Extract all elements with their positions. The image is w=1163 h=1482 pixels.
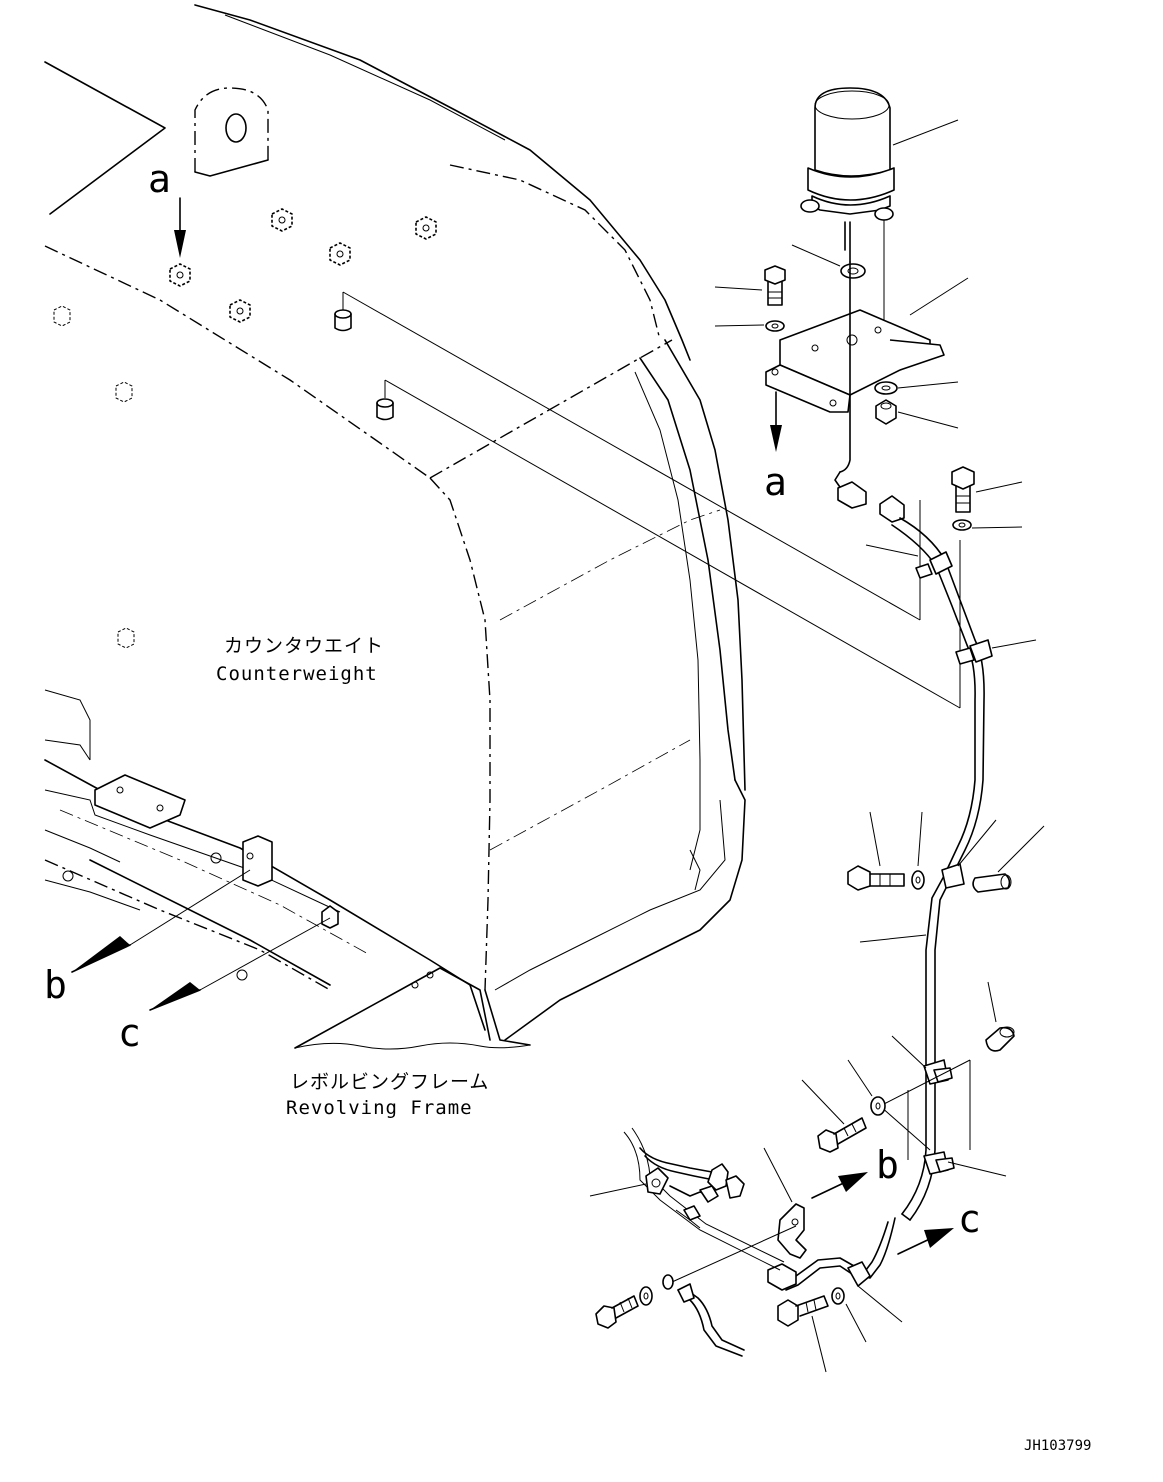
leader-spacer-2 <box>987 981 997 1023</box>
revolving-frame-label-en: Revolving Frame <box>286 1097 473 1119</box>
spacer-icon <box>985 1026 1015 1052</box>
view-c-label-right: c <box>958 1197 981 1241</box>
washer-icon <box>639 1286 653 1306</box>
harness-detail <box>623 1127 785 1271</box>
leader-bolt-3 <box>869 811 881 867</box>
washer-icon <box>840 263 866 279</box>
leader-clamp-6 <box>857 1285 903 1323</box>
leader-beacon <box>892 119 959 146</box>
washer-icon <box>662 1274 674 1290</box>
leader-grommet <box>791 244 841 267</box>
reference-leader-lines <box>342 291 961 709</box>
view-c-pointer-right <box>897 1228 954 1255</box>
counterweight-label-jp: カウンタウエイト <box>224 635 384 657</box>
leader-clamp-5 <box>947 1161 1007 1177</box>
washer-icon <box>765 320 785 332</box>
counterweight-label-en: Counterweight <box>216 663 378 685</box>
view-b-pointer <box>71 869 251 973</box>
clamp-icon <box>923 1059 953 1085</box>
rotating-beacon-icon <box>800 87 895 355</box>
view-b-label-right: b <box>876 1143 899 1187</box>
leader-bracket-2 <box>763 1147 793 1203</box>
washer-icon <box>831 1287 845 1305</box>
bracket-icon <box>777 1203 807 1259</box>
wire-harness-icon <box>677 1283 745 1357</box>
leader-detail-clamp <box>589 1183 647 1197</box>
spacer-icon <box>972 873 1012 893</box>
leader-washer-3 <box>971 526 1023 529</box>
reference-line-bracket <box>671 1225 797 1283</box>
bolt-icon <box>847 865 905 891</box>
leader-washer-2 <box>897 381 959 389</box>
leader-bolt-1 <box>714 286 763 291</box>
view-a-label-upper: a <box>148 157 171 201</box>
leader-clamp-4 <box>891 1035 927 1069</box>
nut-icon <box>875 399 897 425</box>
arrow-down-icon <box>174 197 186 258</box>
revolving-frame-label-jp: レボルビングフレーム <box>290 1071 489 1093</box>
leader-washer-5 <box>847 1059 873 1097</box>
view-b-label-left: b <box>44 963 67 1007</box>
leader-clamp-3 <box>957 819 997 867</box>
leader-washer-4 <box>917 811 923 867</box>
leader-spacer-1 <box>997 825 1045 873</box>
leader-bracket <box>909 277 969 316</box>
drawing-code: JH103799 <box>1024 1438 1091 1454</box>
connector-icon <box>834 471 905 523</box>
washer-icon <box>911 870 925 890</box>
leader-washer-1 <box>714 324 765 327</box>
arrow-down-icon <box>770 391 782 452</box>
bolt-icon <box>817 1117 867 1153</box>
washer-icon <box>874 381 898 395</box>
view-c-pointer <box>149 917 331 1011</box>
washer-icon <box>952 519 972 531</box>
weld-nut-icons <box>53 208 437 649</box>
washer-icon <box>870 1096 886 1116</box>
leader-bolt-4 <box>801 1079 845 1125</box>
leader-bolt-5 <box>811 1315 827 1373</box>
bolt-icon <box>595 1295 639 1329</box>
reference-lines-lower <box>907 1060 971 1160</box>
view-a-label-right: a <box>764 460 787 504</box>
counterweight-outline <box>44 4 746 1046</box>
leader-harness <box>859 934 927 943</box>
clamp-icon <box>923 1151 955 1175</box>
bolt-icon <box>777 1295 829 1327</box>
clamp-icon <box>865 544 953 579</box>
clamp-icon <box>941 863 965 889</box>
leader-nut <box>897 411 959 429</box>
bracket-icon <box>765 261 945 473</box>
bolt-icon <box>951 466 975 513</box>
view-b-pointer-right <box>811 1172 868 1199</box>
clamp-icon <box>955 639 1037 665</box>
lifting-eye-icon <box>194 87 269 177</box>
leader-bolt-2 <box>975 481 1023 493</box>
reference-lines-lower-2 <box>879 1059 971 1151</box>
leader-washer-6 <box>845 1303 867 1343</box>
view-c-label-left: c <box>118 1011 141 1055</box>
revolving-frame-outline <box>44 689 531 1050</box>
bolt-icon <box>764 265 786 306</box>
